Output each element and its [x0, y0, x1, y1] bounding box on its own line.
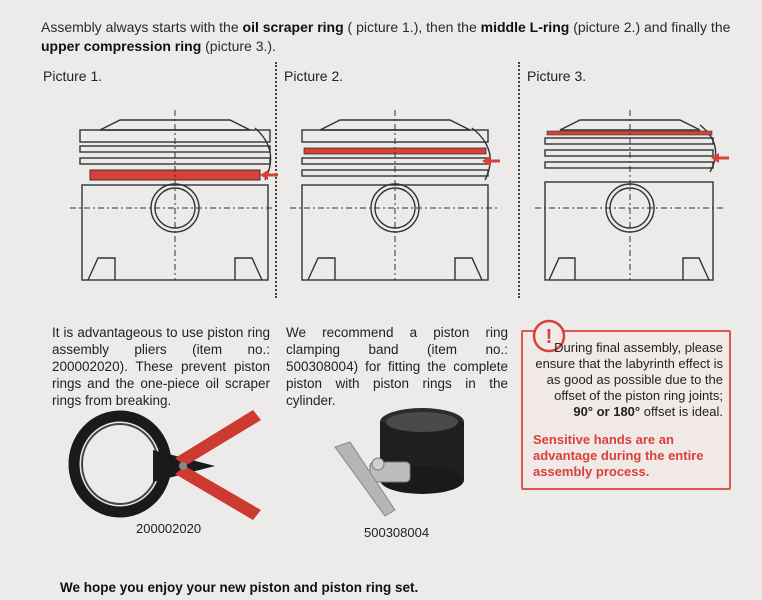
piston-diagram-1: [70, 110, 278, 281]
warning-icon-symbol: !: [546, 326, 553, 348]
warning-text-lead: During final assembly, please: [554, 340, 723, 355]
intro-part: Assembly always starts with the: [41, 19, 243, 35]
warning-text: During final assembly, please ensure tha…: [533, 340, 723, 420]
column-divider: [275, 62, 277, 298]
picture-2-label: Picture 2.: [284, 68, 344, 84]
pliers-advice-text: It is advantageous to use piston ring as…: [52, 325, 270, 408]
pliers-item-number: 200002020: [136, 521, 202, 536]
warning-text-end: offset is ideal.: [640, 404, 723, 419]
intro-bold-oil-scraper: oil scraper ring: [242, 19, 344, 35]
intro-part: (picture 3.).: [201, 38, 276, 54]
warning-icon: !: [532, 319, 566, 353]
picture-1-label: Picture 1.: [43, 68, 103, 84]
clamp-band-advice-text: We recommend a piston ring clamping band…: [286, 325, 508, 408]
picture-3-label: Picture 3.: [527, 68, 587, 84]
column-divider: [518, 62, 520, 298]
intro-bold-upper-ring: upper compression ring: [41, 38, 202, 54]
ring-clamp-band-image: [334, 408, 464, 517]
closing-text: We hope you enjoy your new piston and pi…: [60, 580, 419, 595]
piston-diagram-3: [535, 110, 729, 281]
intro-part: ( picture 1.), then the: [343, 19, 481, 35]
warning-text-rest: ensure that the labyrinth effect is as g…: [535, 356, 723, 403]
warning-box: ! During final assembly, please ensure t…: [521, 319, 731, 490]
intro-bold-middle-ring: middle L-ring: [480, 19, 570, 35]
clamp-band-item-number: 500308004: [364, 525, 430, 540]
intro-text: Assembly always starts with the oil scra…: [41, 18, 753, 56]
intro-part: (picture 2.) and finally the: [569, 19, 731, 35]
warning-text-bold: 90° or 180°: [573, 404, 641, 419]
piston-diagram-2: [290, 110, 500, 281]
piston-ring-pliers-image: [68, 410, 261, 520]
warning-emphasis: Sensitive hands are an advantage during …: [533, 432, 704, 479]
